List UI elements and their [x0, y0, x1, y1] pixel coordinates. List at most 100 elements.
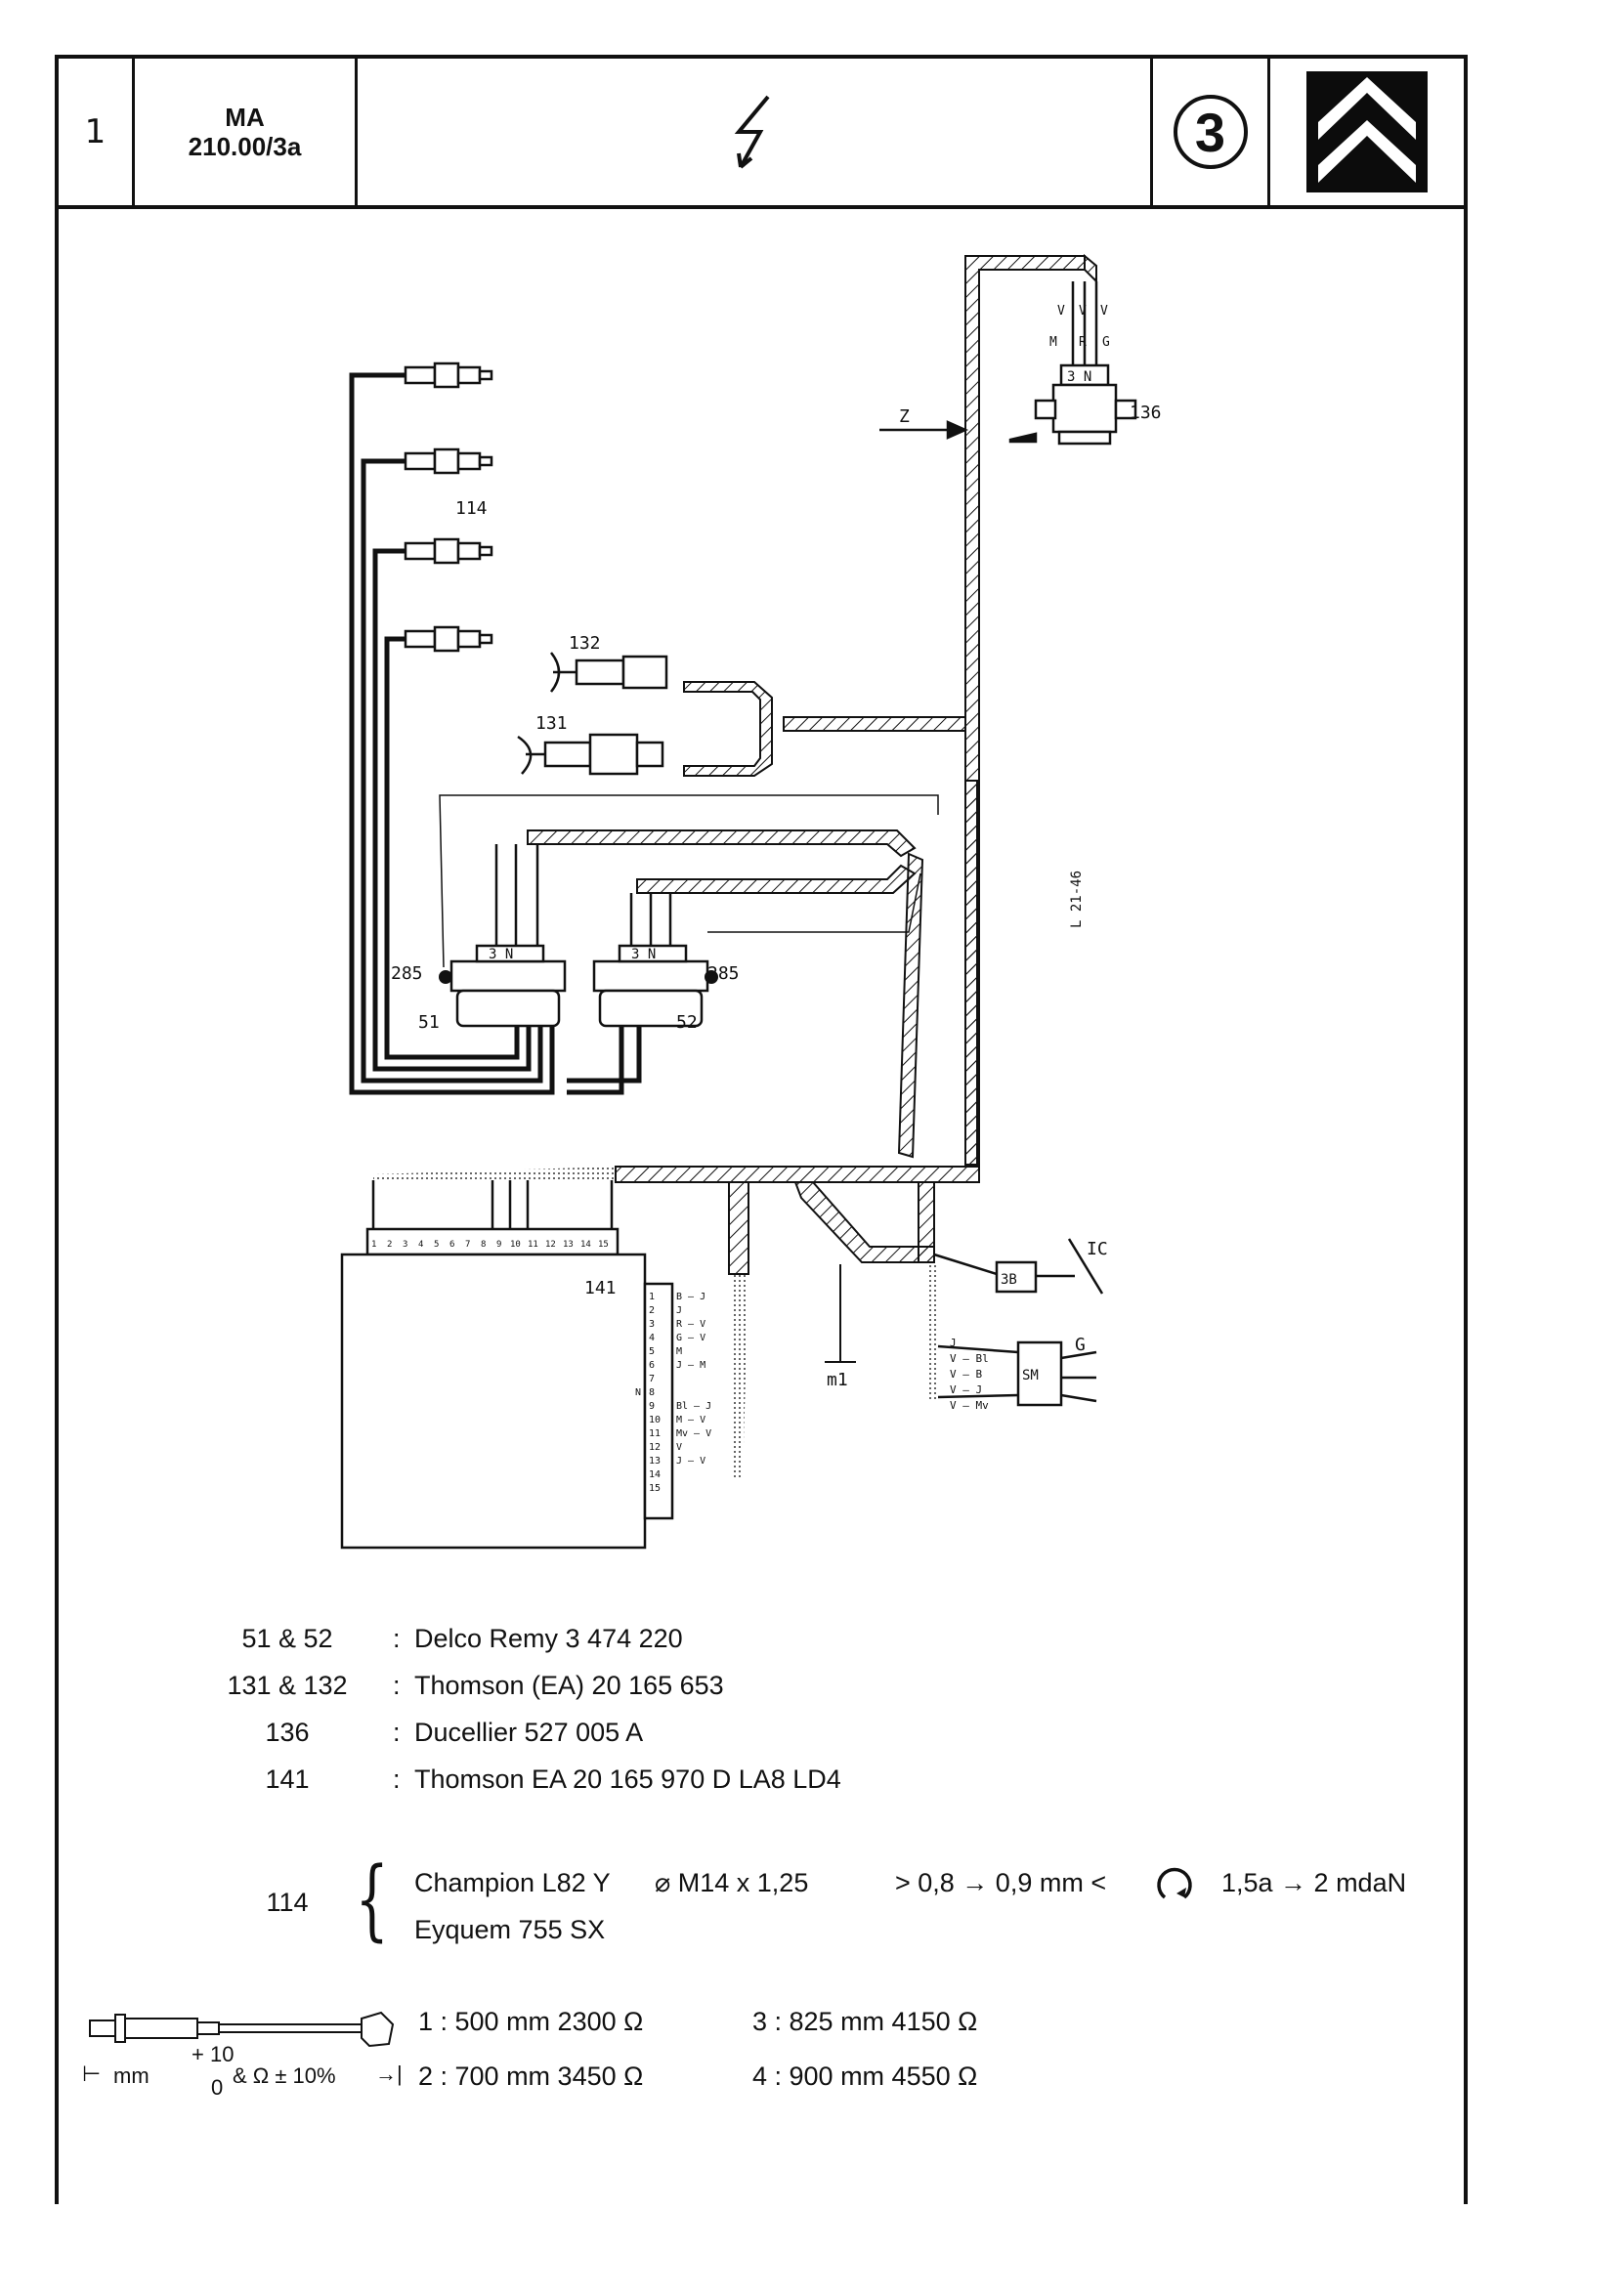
spark-plug-leads [349, 372, 642, 1095]
ecu-side-pin: 13 [649, 1456, 661, 1467]
page-number: 1 [59, 59, 135, 205]
legend-number: 51 & 52 [241, 1624, 333, 1653]
legend-text: Thomson (EA) 20 165 653 [414, 1671, 724, 1700]
legend-text: Ducellier 527 005 A [414, 1718, 644, 1747]
spark-plug-gap: > 0,8 → 0,9 mm < [895, 1868, 1107, 1897]
sm-label: J [950, 1337, 957, 1349]
wire-label-136-6: G [1102, 335, 1110, 350]
ht-lead-icon [89, 2011, 395, 2048]
connector-sm-module [937, 1340, 1097, 1407]
ecu-side-label: Bl — J [676, 1401, 711, 1412]
lead-spec-1: 1 : 500 mm 2300 Ω [418, 2007, 644, 2036]
dotted-bundle-top [373, 1167, 616, 1182]
lead-tolerance-ohm: & Ω ± 10% [233, 2063, 336, 2088]
callout-g: G [1075, 1335, 1086, 1355]
ecu-side-label: M — V [676, 1415, 705, 1425]
ecu-top-pin: 2 [387, 1240, 392, 1250]
legend-colon: : [393, 1624, 401, 1653]
ecu-side-label: N [635, 1387, 641, 1398]
ecu-top-pin: 7 [465, 1240, 470, 1250]
callout-141: 141 [584, 1278, 617, 1298]
spark-plug-brand-1: Champion L82 Y [414, 1868, 611, 1897]
wire-label-136-4: M [1049, 335, 1057, 350]
section-icon-cell [358, 59, 1153, 205]
ecu-side-label: J — V [676, 1456, 705, 1467]
connector-3b-module [933, 1238, 1104, 1295]
main-harness [615, 253, 1097, 1275]
callout-132: 132 [569, 633, 601, 654]
section-number-cell: 3 [1153, 59, 1270, 205]
connector-3n-module136: 3 N [1067, 369, 1091, 385]
lightning-bolt-icon [734, 95, 770, 169]
dimension-arrow-right: →| [375, 2062, 403, 2086]
ecu-side-label: B — J [676, 1292, 705, 1302]
ecu-top-pins: 1 2 3 4 5 6 7 8 9 10 11 12 13 14 15 [371, 1240, 609, 1250]
arrow-z [879, 420, 969, 440]
connector-3n-coil52: 3 N [631, 947, 656, 962]
callout-131: 131 [535, 713, 568, 734]
ecu-top-pin: 4 [418, 1240, 423, 1250]
callout-136: 136 [1130, 403, 1162, 423]
ecu-side-pin: 6 [649, 1360, 655, 1371]
spark-plug-thread: ⌀ M14 x 1,25 [655, 1868, 809, 1897]
ecu-side-pin: 8 [649, 1387, 655, 1398]
connector-sm: SM [1022, 1368, 1039, 1383]
sensor-harness [683, 681, 773, 777]
wire-label-136-1: V [1057, 304, 1065, 319]
legend-text: Delco Remy 3 474 220 [414, 1624, 683, 1653]
ecu-side-label: Mv — V [676, 1428, 711, 1439]
ecu-side-pin: 1 [649, 1292, 655, 1302]
sm-label: V — Bl [950, 1352, 989, 1365]
callout-z: Z [899, 406, 910, 427]
ecu-top-pin: 9 [496, 1240, 501, 1250]
citroen-chevron-logo-icon [1306, 71, 1428, 192]
ecu-141 [340, 1180, 674, 1550]
spark-plug-3 [404, 537, 493, 565]
spark-plugs [404, 361, 493, 653]
connector-3b: 3B [1001, 1272, 1017, 1288]
header-bar: 1 MA 210.00/3a 3 [55, 55, 1468, 209]
ecu-top-pin: 13 [563, 1240, 574, 1250]
ecu-side-label: M [676, 1346, 682, 1357]
sm-wire-labels: J V — Bl V — B V — J V — Mv [950, 1337, 989, 1412]
spark-plug-number: 114 [266, 1888, 309, 1917]
callout-285-left: 285 [391, 963, 423, 984]
brace-symbol: { [355, 1849, 389, 1951]
ecu-top-pin: 11 [528, 1240, 538, 1250]
lead-tolerance-plus: + 10 [192, 2042, 235, 2066]
torque-icon [1157, 1867, 1192, 1899]
callout-52: 52 [676, 1012, 698, 1033]
spark-plug-2 [404, 447, 493, 475]
sm-label: V — Mv [950, 1399, 989, 1412]
legend-colon: : [393, 1718, 401, 1747]
legend-number: 131 & 132 [227, 1671, 348, 1700]
dotted-bundle-sm [926, 1262, 938, 1401]
ecu-side-pin: 15 [649, 1483, 661, 1494]
ref-line-2: 210.00/3a [188, 132, 302, 161]
lead-unit-mm: mm [113, 2063, 150, 2088]
ecu-side-pin: 9 [649, 1401, 655, 1412]
ecu-side-pin: 7 [649, 1374, 655, 1384]
dotted-bundle-ecu [733, 1274, 748, 1479]
wire-label-136-5: R [1079, 335, 1087, 350]
legend-text: Thomson EA 20 165 970 D LA8 LD4 [414, 1765, 841, 1794]
coil-52 [592, 893, 709, 1028]
callout-m1: m1 [827, 1370, 848, 1390]
sensor-131 [517, 733, 664, 776]
spark-plug-4 [404, 625, 493, 653]
lead-spec-4: 4 : 900 mm 4550 Ω [752, 2062, 978, 2091]
ecu-side-label: R — V [676, 1319, 705, 1330]
ecu-side-pins: 1 2 3 4 5 6 7 8 9 10 11 12 13 14 15 B — … [635, 1292, 711, 1494]
coil-harness [527, 829, 924, 1159]
ecu-side-pin: 14 [649, 1469, 661, 1480]
callout-ic: IC [1087, 1239, 1108, 1259]
dimension-arrow-left: ⊢ [82, 2062, 102, 2086]
connector-3n-coil51: 3 N [489, 947, 513, 962]
legend-number: 141 [265, 1765, 310, 1794]
lead-spec-2: 2 : 700 mm 3450 Ω [418, 2062, 644, 2091]
ground-symbols [439, 970, 856, 1363]
ecu-side-label: G — V [676, 1333, 705, 1343]
ecu-top-pin: 10 [510, 1240, 521, 1250]
ecu-top-pin: 3 [403, 1240, 407, 1250]
lead-spec-3: 3 : 825 mm 4150 Ω [752, 2007, 978, 2036]
